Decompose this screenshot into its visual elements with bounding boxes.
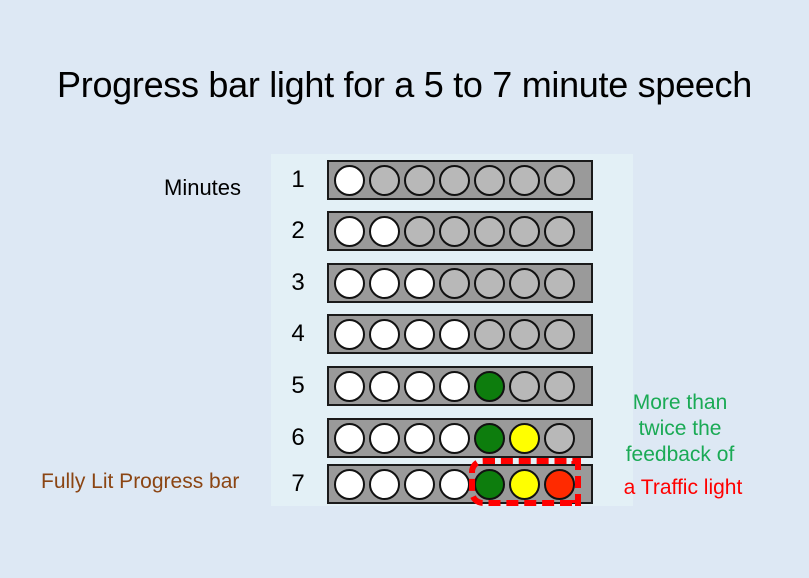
feedback-note: More than twice the feedback of [605, 390, 755, 468]
gray-light-icon [439, 164, 470, 196]
gray-light-icon [544, 318, 575, 350]
minute-number: 5 [291, 372, 305, 399]
gray-light-icon [474, 215, 505, 247]
progress-bar-minute-6 [327, 418, 593, 458]
page-title: Progress bar light for a 5 to 7 minute s… [57, 64, 752, 105]
progress-bar-minute-3 [327, 263, 593, 303]
white-light-icon [439, 422, 470, 454]
white-light-icon [334, 370, 365, 402]
white-light-icon [334, 318, 365, 350]
white-light-icon [404, 468, 435, 500]
progress-bar-minute-7 [327, 464, 593, 504]
green-light-icon [474, 370, 505, 402]
feedback-line-1: More than [632, 391, 728, 414]
progress-bar-minute-2 [327, 211, 593, 251]
green-light-icon [474, 422, 505, 454]
gray-light-icon [439, 267, 470, 299]
white-light-icon [404, 318, 435, 350]
white-light-icon [369, 215, 400, 247]
white-light-icon [369, 318, 400, 350]
gray-light-icon [544, 215, 575, 247]
progress-bar-minute-4 [327, 314, 593, 354]
minute-number: 7 [291, 470, 305, 497]
white-light-icon [369, 267, 400, 299]
white-light-icon [404, 422, 435, 454]
gray-light-icon [544, 422, 575, 454]
yellow-light-icon [509, 422, 540, 454]
white-light-icon [369, 468, 400, 500]
white-light-icon [404, 370, 435, 402]
white-light-icon [404, 267, 435, 299]
gray-light-icon [474, 164, 505, 196]
white-light-icon [439, 468, 470, 500]
gray-light-icon [509, 215, 540, 247]
minute-number: 4 [291, 320, 305, 347]
gray-light-icon [544, 370, 575, 402]
minute-number: 1 [291, 166, 305, 193]
gray-light-icon [544, 267, 575, 299]
gray-light-icon [509, 318, 540, 350]
white-light-icon [369, 370, 400, 402]
white-light-icon [439, 370, 470, 402]
white-light-icon [334, 267, 365, 299]
gray-light-icon [509, 164, 540, 196]
progress-bar-minute-1 [327, 160, 593, 200]
gray-light-icon [544, 164, 575, 196]
progress-bar-minute-5 [327, 366, 593, 406]
minutes-label: Minutes [164, 175, 242, 200]
minute-number: 2 [291, 217, 305, 244]
white-light-icon [334, 422, 365, 454]
yellow-light-icon [509, 468, 540, 500]
traffic-light-note: a Traffic light [623, 476, 743, 499]
gray-light-icon [474, 318, 505, 350]
white-light-icon [334, 164, 365, 196]
gray-light-icon [404, 215, 435, 247]
minute-number: 3 [291, 269, 305, 296]
gray-light-icon [509, 370, 540, 402]
white-light-icon [334, 468, 365, 500]
fully-lit-label: Fully Lit Progress bar [41, 470, 240, 493]
traffic-light-highlight-box [469, 458, 581, 506]
minute-number: 6 [291, 424, 305, 451]
white-light-icon [369, 422, 400, 454]
gray-light-icon [404, 164, 435, 196]
gray-light-icon [369, 164, 400, 196]
gray-light-icon [509, 267, 540, 299]
feedback-line-3: feedback of [625, 443, 735, 466]
gray-light-icon [439, 215, 470, 247]
feedback-line-2: twice the [638, 417, 722, 440]
white-light-icon [334, 215, 365, 247]
white-light-icon [439, 318, 470, 350]
gray-light-icon [474, 267, 505, 299]
